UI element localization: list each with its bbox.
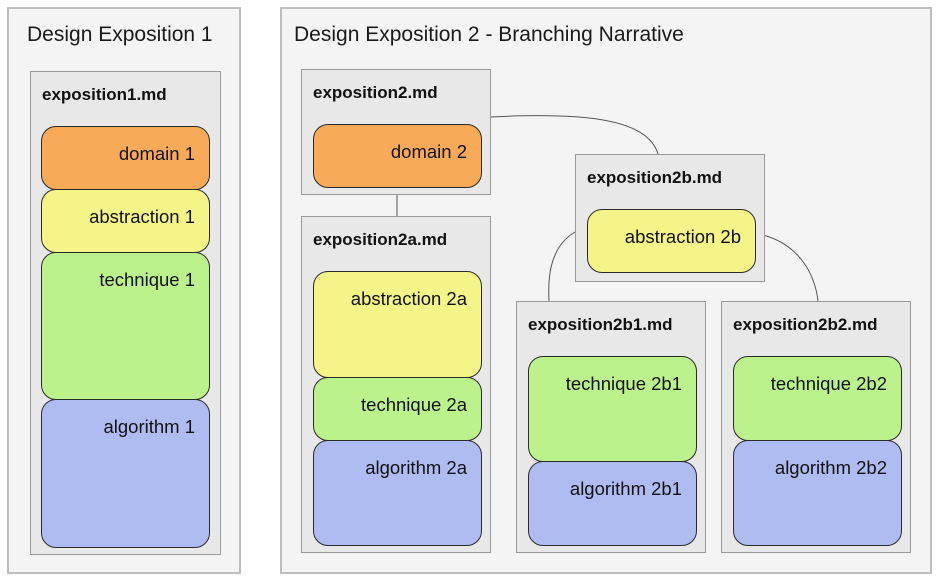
block-label: abstraction 2a — [350, 288, 467, 309]
block-label: algorithm 2a — [365, 457, 467, 478]
file-name: exposition1.md — [42, 85, 167, 104]
block-label: abstraction 2b — [624, 226, 741, 247]
block-label: algorithm 2b2 — [774, 457, 887, 478]
block-label: domain 1 — [118, 143, 195, 164]
block-label: abstraction 1 — [89, 206, 195, 227]
panel-design-exposition-1: Design Exposition 1 exposition1.md domai… — [7, 7, 241, 574]
block-label: technique 2a — [361, 394, 467, 415]
block-domain-2: domain 2 — [313, 124, 482, 188]
file-exposition2b2: exposition2b2.md technique 2b2 algorithm… — [721, 301, 911, 553]
block-abstraction-2a: abstraction 2a — [313, 271, 482, 378]
block-technique-1: technique 1 — [41, 252, 210, 400]
file-exposition2b1: exposition2b1.md technique 2b1 algorithm… — [516, 301, 706, 553]
panel-title: Design Exposition 1 — [27, 23, 213, 46]
connector-2-to-2b — [489, 115, 659, 155]
block-abstraction-2b: abstraction 2b — [587, 209, 756, 273]
block-algorithm-2b2: algorithm 2b2 — [733, 440, 902, 546]
block-label: algorithm 2b1 — [569, 478, 682, 499]
block-label: domain 2 — [390, 141, 467, 162]
block-label: technique 2b2 — [770, 373, 887, 394]
connector-2b-to-2b1 — [548, 231, 576, 302]
panel-title: Design Exposition 2 - Branching Narrativ… — [294, 23, 684, 46]
block-domain-1: domain 1 — [41, 126, 210, 190]
block-label: algorithm 1 — [103, 416, 195, 437]
file-exposition2a: exposition2a.md abstraction 2a technique… — [301, 216, 491, 553]
file-exposition1: exposition1.md domain 1 abstraction 1 te… — [30, 71, 221, 555]
file-name: exposition2b1.md — [528, 315, 673, 334]
file-exposition2b: exposition2b.md abstraction 2b — [575, 154, 765, 282]
block-algorithm-2a: algorithm 2a — [313, 440, 482, 546]
file-name: exposition2a.md — [313, 230, 448, 249]
block-algorithm-2b1: algorithm 2b1 — [528, 461, 697, 546]
block-label: technique 2b1 — [565, 373, 682, 394]
block-algorithm-1: algorithm 1 — [41, 399, 210, 548]
block-technique-2b1: technique 2b1 — [528, 356, 697, 462]
file-exposition2: exposition2.md domain 2 — [301, 69, 491, 195]
file-name: exposition2b2.md — [733, 315, 878, 334]
block-technique-2b2: technique 2b2 — [733, 356, 902, 441]
block-technique-2a: technique 2a — [313, 377, 482, 441]
file-name: exposition2.md — [313, 83, 438, 102]
connector-2b-to-2b2 — [762, 234, 819, 302]
file-name: exposition2b.md — [587, 168, 723, 187]
block-label: technique 1 — [99, 269, 195, 290]
